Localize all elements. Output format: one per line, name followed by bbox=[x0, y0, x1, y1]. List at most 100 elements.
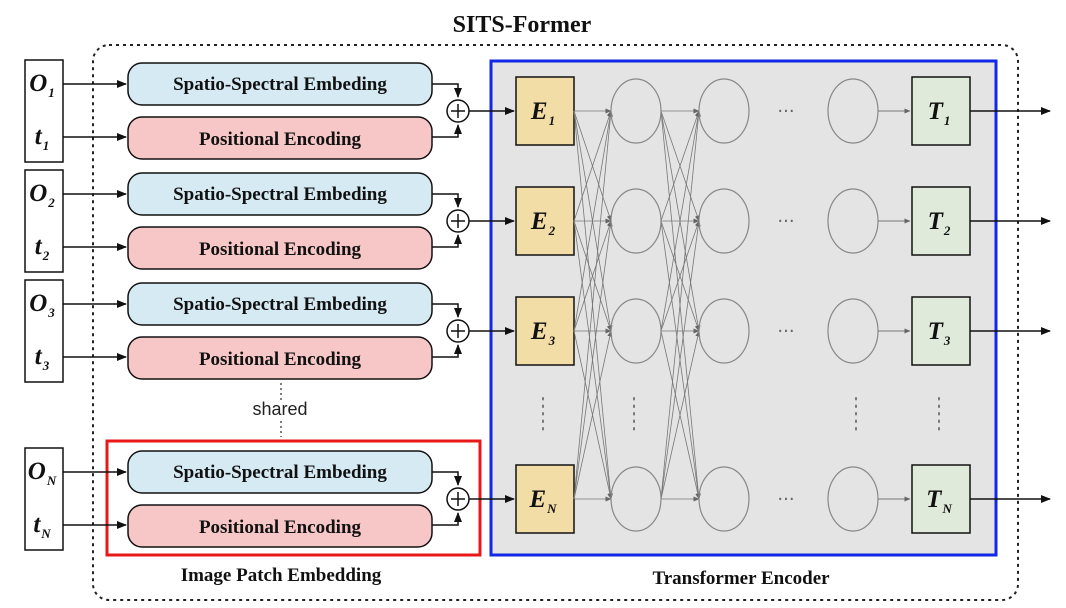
spectral-to-sum-arrow bbox=[432, 193, 462, 208]
observation-label-main: O bbox=[29, 290, 47, 317]
input-box bbox=[24, 279, 64, 383]
spatio-spectral-embedding-label: Spatio-Spectral Embeding bbox=[173, 74, 387, 95]
outer-frame bbox=[92, 44, 1019, 601]
positional-encoding-block bbox=[127, 116, 433, 160]
observation-label-main: O bbox=[29, 70, 47, 97]
connection-layer1-to-layer2 bbox=[660, 110, 701, 332]
hidden-node-l2-r3 bbox=[698, 298, 750, 364]
spectral-to-sum-arrow bbox=[432, 471, 462, 486]
encoder-output-label: T3 bbox=[928, 318, 951, 348]
observation-label-main: O bbox=[28, 458, 46, 485]
input-box bbox=[24, 447, 64, 551]
positional-encoding-block bbox=[127, 504, 433, 548]
spectral-to-sum-arrow bbox=[432, 303, 462, 318]
connection-layer1-to-layer2 bbox=[660, 220, 701, 500]
encoder-output-label: T2 bbox=[928, 208, 951, 238]
encoder-output-label: TN bbox=[926, 486, 952, 516]
hidden-node-l2-r4 bbox=[698, 466, 750, 532]
connection-e-to-layer1 bbox=[573, 220, 613, 500]
transformer-encoder-caption: Transformer Encoder bbox=[652, 568, 830, 589]
encoder-input-label-main: E bbox=[528, 486, 546, 513]
timestamp-label: t1 bbox=[35, 123, 49, 153]
encoder-output-box bbox=[911, 76, 971, 146]
observation-label-sub: 3 bbox=[47, 305, 55, 320]
positional-to-sum-arrow bbox=[432, 124, 462, 138]
timestamp-label: tN bbox=[33, 511, 51, 541]
encoder-input-box bbox=[515, 76, 575, 146]
transformer-network: ············ bbox=[542, 78, 940, 532]
attention-connections bbox=[573, 108, 701, 502]
connection-e-to-layer1 bbox=[573, 330, 613, 500]
timestamp-label-sub: 2 bbox=[42, 248, 50, 263]
positional-to-sum-arrow bbox=[432, 234, 462, 248]
encoder-output-box bbox=[911, 464, 971, 534]
shared-label: shared bbox=[252, 399, 307, 419]
input-box bbox=[24, 59, 64, 163]
observation-label-main: O bbox=[29, 180, 47, 207]
connection-layer1-to-layer2 bbox=[660, 110, 701, 500]
connection-e-to-layer1 bbox=[573, 220, 612, 332]
hidden-node-l1-r3 bbox=[610, 298, 662, 364]
connection-e-to-layer1 bbox=[573, 110, 612, 222]
input-box bbox=[24, 169, 64, 273]
spatio-spectral-embedding-label: Spatio-Spectral Embeding bbox=[173, 294, 387, 315]
encoder-output-label-main: T bbox=[926, 486, 943, 513]
observation-label-sub: N bbox=[46, 473, 57, 488]
encoder-input-label-main: E bbox=[530, 98, 548, 125]
spatio-spectral-embedding-label: Spatio-Spectral Embeding bbox=[173, 184, 387, 205]
encoder-output-label: T1 bbox=[928, 98, 951, 128]
timestamp-label-sub: 1 bbox=[43, 138, 50, 153]
encoder-input-box bbox=[515, 186, 575, 256]
observation-label-sub: 1 bbox=[48, 85, 55, 100]
encoder-output-box bbox=[911, 186, 971, 256]
encoder-output-label-sub: N bbox=[941, 501, 952, 516]
image-patch-embedding-caption: Image Patch Embedding bbox=[181, 565, 382, 586]
observation-label: O1 bbox=[29, 70, 55, 100]
timestamp-label-main: t bbox=[35, 233, 43, 260]
encoder-input-box bbox=[515, 464, 575, 534]
encoder-output-label-sub: 2 bbox=[943, 223, 951, 238]
hidden-node-l1-r2 bbox=[610, 188, 662, 254]
timestamp-label-main: t bbox=[35, 343, 43, 370]
observation-label: O3 bbox=[29, 290, 55, 320]
encoder-input-label-sub: 3 bbox=[548, 333, 556, 348]
positional-encoding-label: Positional Encoding bbox=[199, 517, 362, 538]
encoder-input-label-sub: N bbox=[546, 501, 557, 516]
encoder-input-box bbox=[515, 296, 575, 366]
hidden-node-l1-r4 bbox=[610, 466, 662, 532]
encoder-input-label: E1 bbox=[530, 98, 555, 128]
diagram-title: SITS-Former bbox=[453, 12, 592, 38]
observation-label: ON bbox=[28, 458, 57, 488]
positional-encoding-label: Positional Encoding bbox=[199, 349, 362, 370]
positional-encoding-block bbox=[127, 336, 433, 380]
layer-ellipsis: ··· bbox=[777, 101, 794, 122]
connection-layer1-to-layer2 bbox=[660, 330, 701, 500]
encoder-output-label-main: T bbox=[928, 208, 945, 235]
positional-to-sum-arrow bbox=[432, 344, 462, 358]
encoder-input-label: EN bbox=[528, 486, 557, 516]
observation-label-sub: 2 bbox=[47, 195, 55, 210]
encoder-output-label-sub: 3 bbox=[943, 333, 951, 348]
encoder-input-label: E2 bbox=[530, 208, 556, 238]
hidden-node-l1-r1 bbox=[610, 78, 662, 144]
positional-encoding-block bbox=[127, 226, 433, 270]
encoder-input-label-main: E bbox=[530, 208, 548, 235]
positional-encoding-label: Positional Encoding bbox=[199, 129, 362, 150]
encoder-output-box bbox=[911, 296, 971, 366]
timestamp-label-sub: N bbox=[40, 526, 51, 541]
timestamp-label-sub: 3 bbox=[42, 358, 50, 373]
spectral-to-sum-arrow bbox=[432, 83, 462, 98]
image-patch-embedding-highlight bbox=[105, 439, 482, 557]
spatio-spectral-embedding-label: Spatio-Spectral Embeding bbox=[173, 462, 387, 483]
connection-layer1-to-layer2 bbox=[660, 110, 700, 222]
observation-label: O2 bbox=[29, 180, 55, 210]
positional-encoding-label: Positional Encoding bbox=[199, 239, 362, 260]
hidden-node-l2-r2 bbox=[698, 188, 750, 254]
connection-e-to-layer1 bbox=[573, 110, 613, 500]
